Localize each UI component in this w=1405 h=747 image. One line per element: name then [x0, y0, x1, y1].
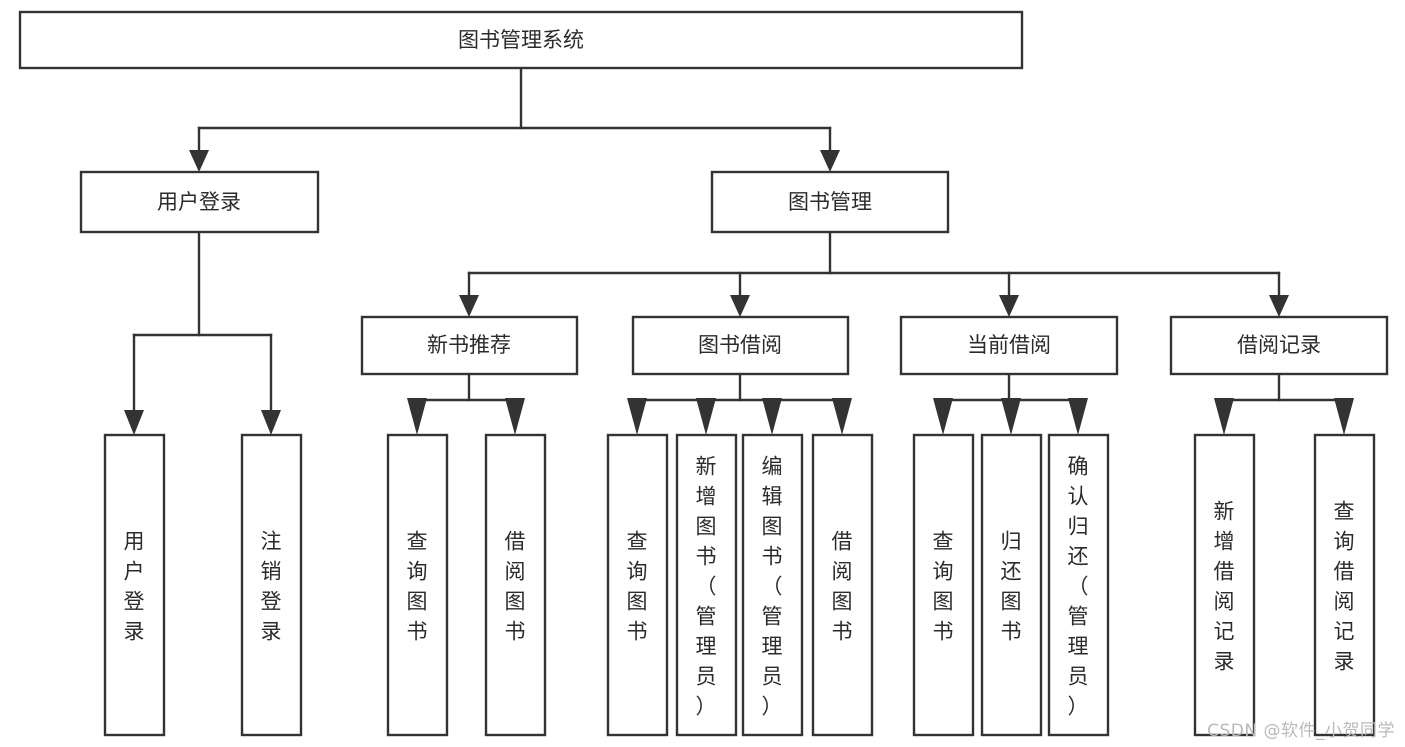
node-new-book-recommend-box[interactable] — [360, 315, 579, 376]
node-root-box[interactable] — [18, 10, 1024, 70]
node-user-login-label: 用户登录 — [157, 190, 241, 214]
node-book-manage-label: 图书管理 — [788, 190, 872, 214]
arrow-down-icon — [1269, 295, 1289, 317]
arrow-down-icon — [407, 398, 427, 435]
node-book-manage-box[interactable] — [710, 170, 950, 234]
node-book-borrow[interactable]: 图书借阅 — [631, 315, 850, 376]
node-new-book-recommend-label: 新书推荐 — [427, 333, 511, 357]
node-borrow-record[interactable]: 借阅记录 — [1169, 315, 1389, 376]
node-book-borrow-box[interactable] — [631, 315, 850, 376]
node-leaf-query-book-3-label: 查询图书 — [933, 529, 954, 643]
node-current-borrow-box[interactable] — [899, 315, 1119, 376]
node-borrow-record-label: 借阅记录 — [1237, 333, 1321, 357]
node-leaf-logout-box[interactable] — [240, 433, 303, 737]
node-leaf-return-book-box[interactable] — [980, 433, 1043, 737]
node-leaf-query-book-2-label: 查询图书 — [627, 529, 648, 643]
arrow-down-icon — [762, 398, 782, 435]
node-leaf-query-book-2-box[interactable] — [606, 433, 669, 737]
node-leaf-add-record[interactable]: 新增借阅记录 — [1193, 433, 1256, 737]
node-new-book-recommend[interactable]: 新书推荐 — [360, 315, 579, 376]
node-leaf-query-book-3[interactable]: 查询图书 — [912, 433, 975, 737]
arrowhead-layer — [124, 150, 1354, 435]
node-leaf-borrow-book-2[interactable]: 借阅图书 — [811, 433, 874, 737]
arrow-down-icon — [933, 398, 953, 435]
node-leaf-query-book-3-box[interactable] — [912, 433, 975, 737]
arrow-down-icon — [999, 295, 1019, 317]
node-leaf-borrow-book-2-label: 借阅图书 — [832, 529, 853, 643]
node-leaf-query-book-1-label: 查询图书 — [407, 529, 428, 643]
node-leaf-logout-label: 注销登录 — [261, 529, 282, 643]
arrow-down-icon — [820, 150, 840, 172]
arrow-down-icon — [459, 295, 479, 317]
node-leaf-query-record[interactable]: 查询借阅记录 — [1313, 433, 1376, 737]
node-leaf-borrow-book-2-box[interactable] — [811, 433, 874, 737]
arrow-down-icon — [124, 410, 144, 435]
node-leaf-query-book-1[interactable]: 查询图书 — [386, 433, 449, 737]
arrow-down-icon — [1068, 398, 1088, 435]
node-leaf-confirm-return-box[interactable] — [1047, 433, 1110, 737]
node-leaf-query-book-1-box[interactable] — [386, 433, 449, 737]
node-leaf-return-book[interactable]: 归还图书 — [980, 433, 1043, 737]
node-borrow-record-box[interactable] — [1169, 315, 1389, 376]
node-leaf-confirm-return[interactable]: 确认归还（管理员） — [1047, 433, 1110, 737]
node-current-borrow-label: 当前借阅 — [967, 333, 1051, 357]
node-leaf-add-book-label: 新增图书（管理员） — [696, 454, 717, 718]
node-leaf-edit-book-label: 编辑图书（管理员） — [762, 454, 783, 718]
node-leaf-logout[interactable]: 注销登录 — [240, 433, 303, 737]
node-leaf-borrow-book-1-box[interactable] — [484, 433, 547, 737]
node-leaf-query-record-box[interactable] — [1313, 433, 1376, 737]
node-leaf-query-book-2[interactable]: 查询图书 — [606, 433, 669, 737]
arrow-down-icon — [627, 398, 647, 435]
arrow-down-icon — [1334, 398, 1354, 435]
arrow-down-icon — [730, 295, 750, 317]
arrow-down-icon — [696, 398, 716, 435]
node-root[interactable]: 图书管理系统 — [18, 10, 1024, 70]
node-book-manage[interactable]: 图书管理 — [710, 170, 950, 234]
arrow-down-icon — [1001, 398, 1021, 435]
arrow-down-icon — [189, 150, 209, 172]
node-leaf-edit-book[interactable]: 编辑图书（管理员） — [741, 433, 804, 737]
watermark-text: CSDN @软件_小贺同学 — [1207, 721, 1395, 741]
arrow-down-icon — [832, 398, 852, 435]
node-root-label: 图书管理系统 — [458, 28, 584, 52]
node-leaf-add-book[interactable]: 新增图书（管理员） — [675, 433, 738, 737]
node-leaf-add-record-box[interactable] — [1193, 433, 1256, 737]
node-leaf-add-record-label: 新增借阅记录 — [1214, 499, 1235, 673]
node-leaf-borrow-book-1[interactable]: 借阅图书 — [484, 433, 547, 737]
node-leaf-borrow-book-1-label: 借阅图书 — [505, 529, 526, 643]
node-leaf-edit-book-box[interactable] — [741, 433, 804, 737]
node-leaf-query-record-label: 查询借阅记录 — [1334, 499, 1355, 673]
node-leaf-return-book-label: 归还图书 — [1001, 529, 1022, 643]
node-leaf-user-login-box[interactable] — [103, 433, 166, 737]
arrow-down-icon — [261, 410, 281, 435]
node-leaf-user-login[interactable]: 用户登录 — [103, 433, 166, 737]
arrow-down-icon — [505, 398, 525, 435]
node-leaf-add-book-box[interactable] — [675, 433, 738, 737]
node-user-login[interactable]: 用户登录 — [79, 170, 320, 234]
node-leaf-user-login-label: 用户登录 — [124, 529, 145, 643]
node-user-login-box[interactable] — [79, 170, 320, 234]
node-leaf-confirm-return-label: 确认归还（管理员） — [1068, 454, 1089, 718]
node-book-borrow-label: 图书借阅 — [698, 333, 782, 357]
node-current-borrow[interactable]: 当前借阅 — [899, 315, 1119, 376]
arrow-down-icon — [1214, 398, 1234, 435]
